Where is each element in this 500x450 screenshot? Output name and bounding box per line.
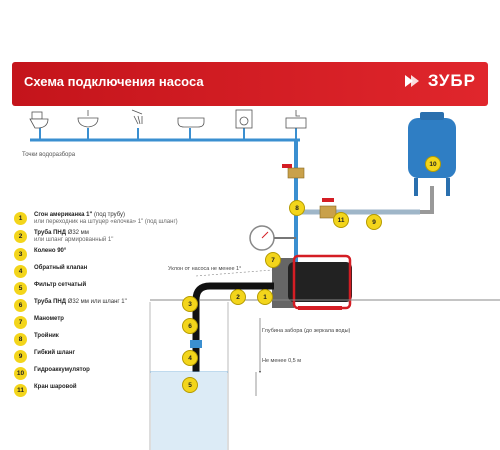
brand-name: ЗУБР [427, 71, 476, 90]
legend-num: 7 [14, 316, 27, 329]
badge-10: 10 [425, 156, 441, 172]
legend-item-8: 8 Тройник [14, 333, 179, 346]
slope-annotation: Уклон от насоса не менее 1° [168, 266, 242, 272]
legend-item-6: 6 Труба ПНД Ø32 мм или шланг 1" [14, 299, 179, 312]
depth-annotation: Глубина забора (до зеркала воды) [262, 328, 351, 334]
badge-11: 11 [333, 212, 349, 228]
legend-note: Ø32 мм [66, 230, 89, 236]
legend-item-9: 9 Гибкий шланг [14, 350, 179, 363]
legend-num: 4 [14, 265, 27, 278]
badge-9: 9 [366, 214, 382, 230]
legend-item-7: 7 Манометр [14, 316, 179, 329]
legend-item-3: 3 Колено 90° [14, 248, 179, 261]
ball-valve-top [282, 164, 305, 179]
header-banner: Схема подключения насоса ЗУБР [12, 62, 488, 106]
legend-num: 10 [14, 367, 27, 380]
check-valve-coupling [190, 340, 202, 348]
shower-icon [131, 109, 143, 125]
legend-item-10: 10 Гидроаккумулятор [14, 367, 179, 380]
legend-title: Манометр [34, 316, 64, 322]
pressure-gauge [249, 225, 296, 251]
legend: 1 Сгон американка 1" (под трубу)или перех… [14, 212, 179, 401]
legend-title: Обратный клапан [34, 265, 88, 271]
bathtub-icon [177, 117, 205, 128]
brand-logo-icon [404, 75, 419, 87]
legend-title: Фильтр сетчатый [34, 282, 87, 288]
legend-note: Ø32 мм или шланг 1" [66, 299, 127, 305]
badge-4: 4 [182, 350, 198, 366]
legend-item-4: 4 Обратный клапан [14, 265, 179, 278]
kitchen-sink-icon [285, 110, 307, 129]
accumulator-connector [420, 186, 434, 214]
pump [272, 254, 352, 310]
badge-2: 2 [230, 289, 246, 305]
accumulator-tank [408, 112, 456, 196]
legend-num: 2 [14, 230, 27, 243]
badge-5: 5 [182, 377, 198, 393]
legend-title: Тройник [34, 333, 59, 339]
legend-title: Колено 90° [34, 248, 67, 254]
badge-7: 7 [265, 252, 281, 268]
legend-num: 11 [14, 384, 27, 397]
page-title: Схема подключения насоса [24, 74, 204, 89]
legend-title: Гидроаккумулятор [34, 367, 90, 373]
legend-item-1: 1 Сгон американка 1" (под трубу)или перех… [14, 212, 179, 226]
badge-1: 1 [257, 289, 273, 305]
legend-title: Гибкий шланг [34, 350, 75, 356]
badge-3: 3 [182, 296, 198, 312]
badge-6: 6 [182, 318, 198, 334]
legend-item-5: 5 Фильтр сетчатый [14, 282, 179, 295]
sink-icon [77, 110, 99, 128]
brand-logo: ЗУБР [403, 71, 476, 91]
badge-8: 8 [289, 200, 305, 216]
legend-sub: или переходник на штуцер «елочка» 1" (по… [34, 219, 178, 225]
slope-line [195, 269, 273, 277]
legend-title: Сгон американка 1" [34, 212, 93, 218]
ball-valve-side [319, 198, 337, 219]
legend-title: Труба ПНД [34, 299, 66, 305]
legend-num: 1 [14, 212, 27, 225]
legend-item-11: 11 Кран шаровой [14, 384, 179, 397]
points-label: Точки водоразбора [22, 152, 76, 158]
legend-title: Труба ПНД [34, 230, 66, 236]
legend-num: 5 [14, 282, 27, 295]
legend-num: 3 [14, 248, 27, 261]
legend-num: 9 [14, 350, 27, 363]
min-depth-annotation: Не менее 0,5 м [262, 358, 302, 364]
legend-title: Кран шаровой [34, 384, 77, 390]
legend-sub: или шланг армированный 1" [34, 237, 114, 243]
washing-machine-icon [235, 109, 253, 129]
legend-num: 6 [14, 299, 27, 312]
toilet-icon [29, 111, 49, 129]
legend-note: (под трубу) [92, 212, 126, 218]
legend-num: 8 [14, 333, 27, 346]
fixture-branches [39, 128, 297, 140]
